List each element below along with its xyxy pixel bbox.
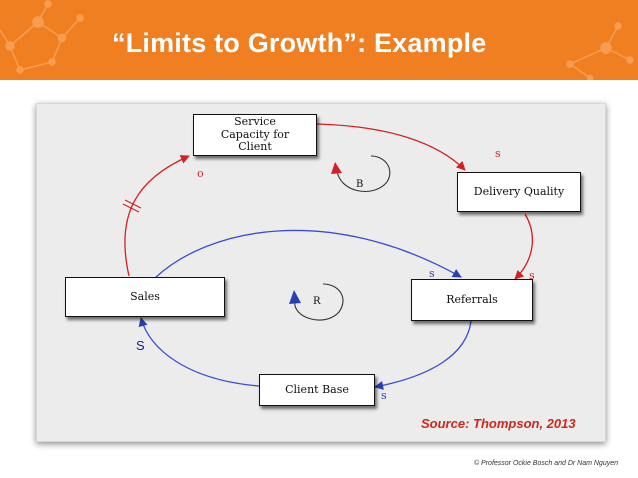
link-label-client-base-to-sales: S — [136, 338, 145, 353]
reinforcing-loop-arrow-icon — [294, 283, 344, 321]
source-citation: Source: Thompson, 2013 — [421, 416, 576, 431]
link-sales-to-capacity — [124, 155, 190, 277]
copyright-footer: © Professor Ockie Bosch and Dr Nam Nguye… — [473, 460, 618, 467]
delay-mark-2 — [122, 203, 140, 213]
link-capacity-to-delivery — [316, 123, 466, 171]
node-service-capacity: Service Capacity for Client — [193, 114, 317, 156]
balancing-loop-label: B — [356, 179, 364, 190]
reinforcing-loop-arrowhead — [289, 290, 301, 304]
link-label-referrals-to-client-base: s — [381, 389, 387, 402]
node-client-base: Client Base — [259, 374, 375, 406]
link-label-sales-to-capacity: o — [197, 167, 204, 180]
node-delivery-quality: Delivery Quality — [457, 172, 581, 212]
network-decoration-icon — [0, 0, 634, 80]
link-delivery-to-referrals — [514, 213, 534, 280]
link-referrals-to-client-base — [374, 320, 472, 390]
node-sales: Sales — [65, 277, 225, 317]
reinforcing-loop-label: R — [313, 296, 321, 307]
diagram-arrows — [122, 123, 534, 390]
balancing-loop-arrowhead — [331, 162, 342, 174]
link-sales-to-referrals — [154, 229, 462, 279]
slide-title: “Limits to Growth”: Example — [112, 28, 487, 58]
balancing-loop-arrow-icon — [336, 155, 391, 192]
delay-mark-1 — [124, 199, 142, 209]
link-client-base-to-sales — [138, 317, 260, 387]
link-label-delivery-to-referrals: s — [529, 269, 535, 282]
link-label-sales-to-referrals: s — [429, 267, 435, 280]
node-referrals: Referrals — [411, 279, 533, 321]
link-label-capacity-to-delivery: s — [495, 147, 501, 160]
causal-loop-diagram: Service Capacity for Client Delivery Qua… — [36, 103, 606, 442]
slide-header: “Limits to Growth”: Example — [0, 0, 638, 80]
